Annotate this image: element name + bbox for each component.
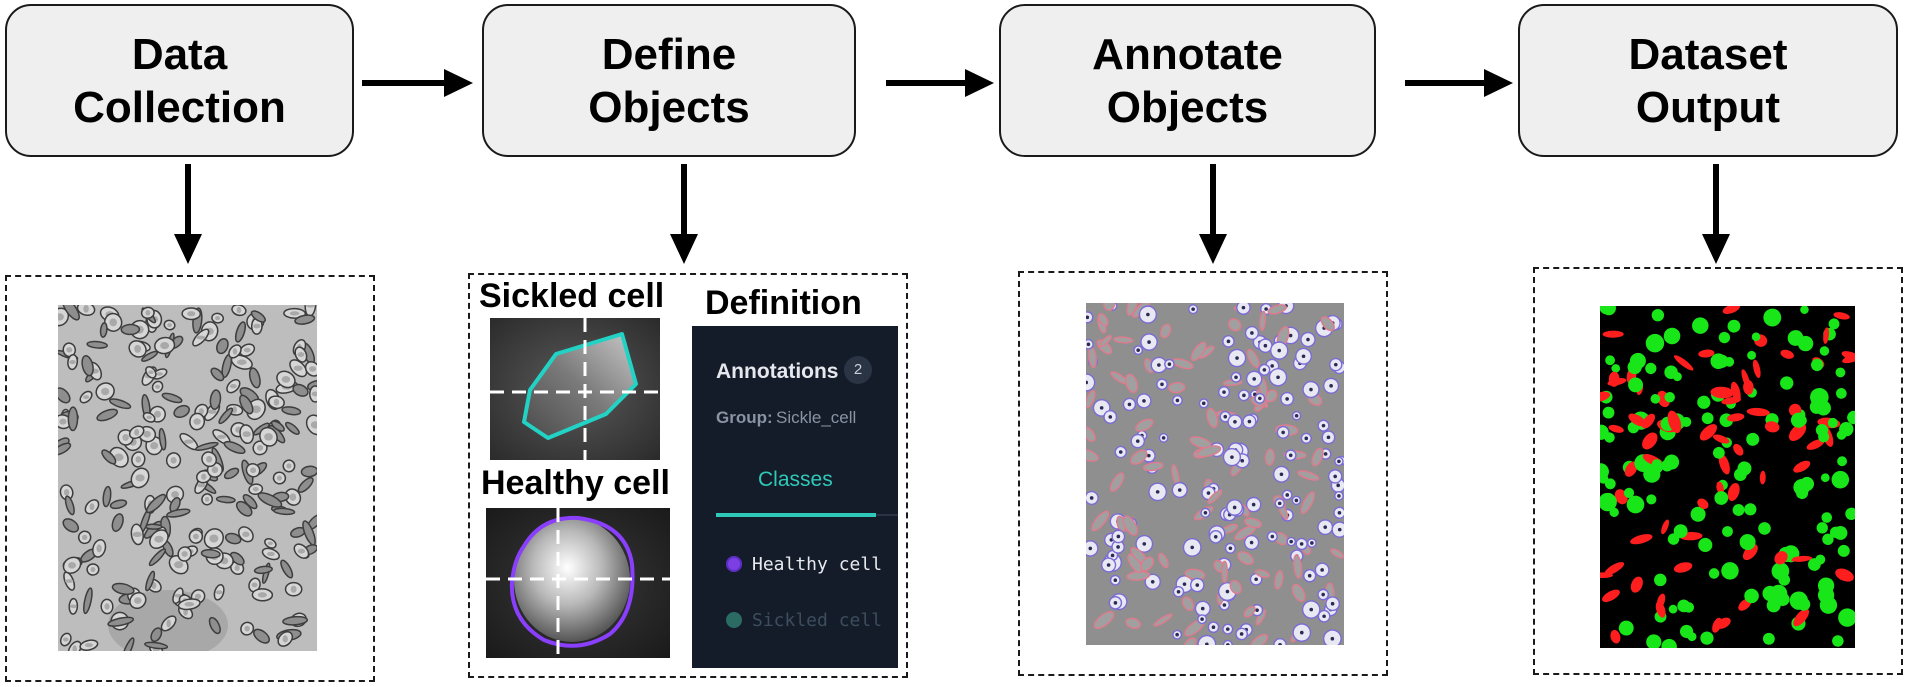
flow-arrow-2 <box>886 69 994 97</box>
definition-label: Definition <box>705 284 862 322</box>
classes-tab-underline <box>716 513 876 517</box>
step-label-line1: Data <box>131 29 228 79</box>
sickled-cell-label: Sickled cell <box>479 277 665 315</box>
step-annotate-objects: Annotate Objects <box>999 4 1376 157</box>
annotation-tool-panel: Annotations 2 Group: Sickle_cell Classes… <box>692 326 898 668</box>
group-prefix: Group: <box>716 408 773 427</box>
annotations-heading: Annotations <box>716 360 839 383</box>
step-label-line2: Objects <box>588 82 750 132</box>
healthy-cell-thumbnail <box>486 508 670 658</box>
healthy-dot-icon <box>726 556 742 572</box>
sickled-cell-thumbnail <box>490 318 660 460</box>
raw-image-panel <box>5 275 375 682</box>
annotated-microscopy-image <box>1086 303 1344 645</box>
down-arrow-4 <box>1702 164 1730 264</box>
define-objects-panel <box>468 273 908 678</box>
sickled-dot-icon <box>726 612 742 628</box>
step-data-collection: Data Collection <box>5 4 354 157</box>
step-define-objects: Define Objects <box>482 4 856 157</box>
group-value: Sickle_cell <box>776 408 857 427</box>
step-label-line2: Objects <box>1106 82 1269 132</box>
annotated-image-panel <box>1018 271 1388 676</box>
tab-divider <box>876 514 898 516</box>
step-label-line1: Dataset <box>1628 29 1788 79</box>
step-label-line1: Annotate <box>1092 29 1283 79</box>
healthy-cell-label: Healthy cell <box>481 464 670 502</box>
down-arrow-2 <box>670 164 698 264</box>
step-label-line1: Define <box>601 29 737 79</box>
class-item-label: Sickled cell <box>752 610 883 631</box>
step-dataset-output: Dataset Output <box>1518 4 1898 157</box>
step-label-line2: Output <box>1635 82 1781 132</box>
flow-arrow-1 <box>362 69 473 97</box>
down-arrow-1 <box>174 164 202 264</box>
down-arrow-3 <box>1199 164 1227 264</box>
step-label-line2: Collection <box>73 82 286 132</box>
class-item-label: Healthy cell <box>752 554 883 575</box>
annotations-count-badge: 2 <box>844 356 872 384</box>
tab-classes[interactable]: Classes <box>758 468 833 491</box>
dataset-output-panel <box>1533 267 1903 675</box>
segmentation-mask-image <box>1600 306 1855 648</box>
flow-arrow-3 <box>1405 69 1513 97</box>
raw-microscopy-image <box>58 305 317 651</box>
